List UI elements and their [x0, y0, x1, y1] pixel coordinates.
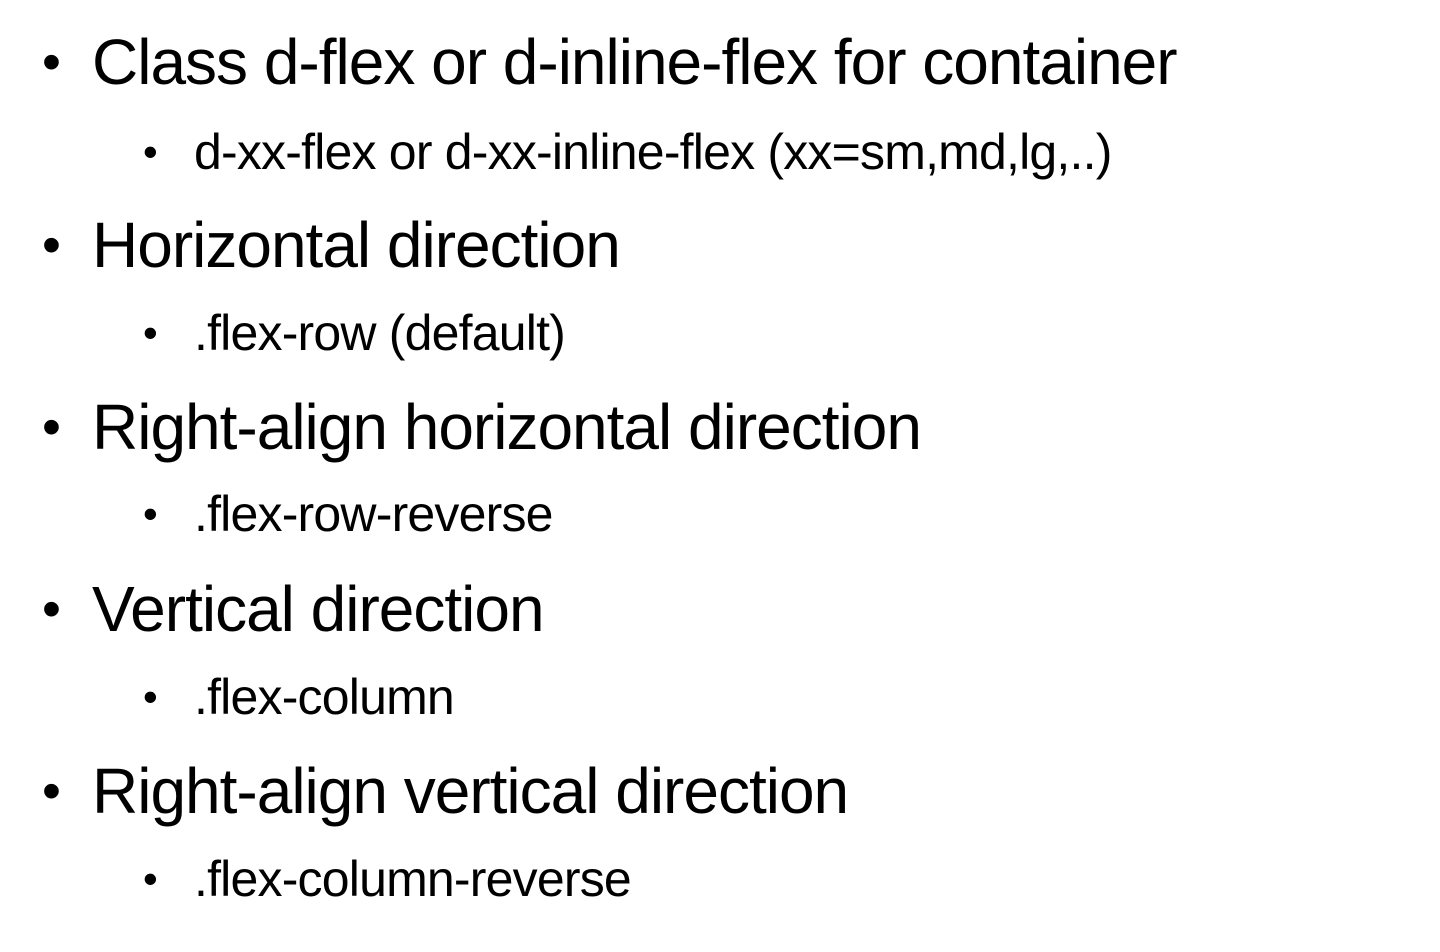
sub-bullet-text: d-xx-flex or d-xx-inline-flex (xx=sm,md,…: [194, 124, 1112, 180]
sub-bullet-text: .flex-column-reverse: [194, 851, 632, 907]
bullet-text: Horizontal direction: [92, 209, 621, 281]
bullet-dot: •: [42, 215, 61, 275]
bullet-dot: •: [143, 855, 158, 902]
bullet-text: Class d-flex or d-inline-flex for contai…: [92, 26, 1178, 98]
bullet-dot: •: [143, 673, 158, 720]
bullet-dot: •: [42, 32, 61, 92]
sub-bullet-text: .flex-row-reverse: [194, 486, 554, 542]
bullet-text: Right-align vertical direction: [92, 755, 849, 827]
bullet-dot: •: [143, 128, 158, 175]
bullet-dot: •: [42, 761, 61, 821]
bullet-text: Vertical direction: [92, 573, 545, 645]
bullet-dot: •: [42, 397, 61, 457]
bullet-text: Right-align horizontal direction: [92, 391, 922, 463]
bullet-dot: •: [42, 579, 61, 639]
sub-bullet-text: .flex-row (default): [194, 305, 566, 361]
bullet-dot: •: [143, 309, 158, 356]
sub-bullet-text: .flex-column: [194, 669, 455, 725]
bullet-dot: •: [143, 490, 158, 537]
